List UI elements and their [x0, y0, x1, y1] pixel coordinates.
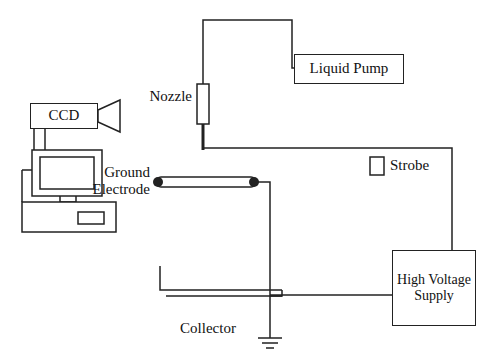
computer-monitor: [32, 150, 102, 196]
hv-ground-wire: [270, 294, 392, 296]
part-name: Nozzle: [128, 88, 192, 105]
ground-electrode: [156, 177, 256, 187]
nozzle-body: [197, 84, 209, 124]
disk-drive: [78, 212, 104, 224]
ground-symbol: [258, 338, 282, 348]
pump-tube: [203, 20, 294, 84]
camera-cable: [21, 170, 23, 202]
collector-plate: [160, 266, 282, 290]
part-name: Strobe: [390, 157, 460, 174]
collector-plate: [166, 295, 282, 297]
box-label: High Voltage Supply: [397, 272, 471, 304]
ground-wire: [256, 182, 270, 338]
computer-case: [22, 202, 116, 232]
monitor-stand: [60, 196, 76, 202]
strobe-lamp: [370, 157, 384, 175]
collector-lead: [270, 290, 282, 296]
pump-box: Liquid Pump: [294, 54, 404, 84]
box-label: Liquid Pump: [310, 60, 389, 77]
electrode-end: [153, 177, 163, 187]
monitor-screen: [40, 157, 94, 189]
part-name: Collector: [168, 320, 248, 337]
part-name: Ground Electrode: [80, 164, 150, 199]
camera-lens: [98, 100, 120, 132]
camera-box: CCD: [30, 103, 98, 129]
supply-box: High Voltage Supply: [392, 250, 476, 326]
nozzle-tip: [202, 124, 205, 150]
camera-cable: [44, 129, 46, 150]
electrode-end: [249, 177, 259, 187]
box-label: CCD: [49, 107, 80, 124]
